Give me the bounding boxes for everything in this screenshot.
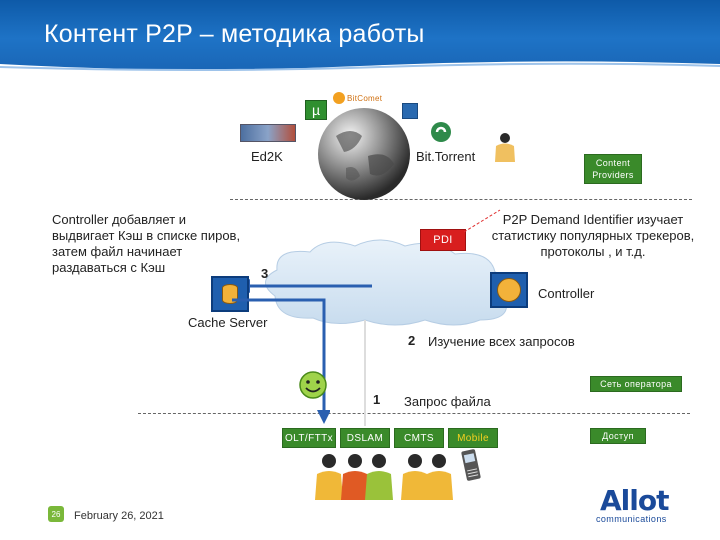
cmts-label: CMTS	[404, 432, 434, 444]
bitcomet-icon	[333, 92, 345, 104]
cache-server-label: Cache Server	[188, 315, 268, 330]
page-number: 26	[51, 509, 61, 519]
happy-user-icon	[299, 371, 327, 399]
step-2-text: Изучение всех запросов	[428, 334, 575, 349]
dslam-label: DSLAM	[346, 432, 384, 444]
allot-logo-wordmark: Allot	[600, 484, 669, 517]
pdi-box: PDI	[420, 229, 466, 251]
allot-logo-text: communications	[596, 514, 667, 524]
operator-network-box: Сеть оператора	[590, 376, 682, 392]
cmts-box: CMTS	[394, 428, 444, 448]
content-providers-box: Content Providers	[584, 154, 642, 184]
pdi-label: PDI	[433, 234, 453, 246]
step-2-label: 2	[408, 333, 416, 348]
header-wave	[0, 61, 720, 74]
mobile-box: Mobile	[448, 428, 498, 448]
request-path-line	[364, 320, 366, 426]
client-icon	[402, 103, 418, 119]
ed2k-icon	[240, 124, 296, 142]
mobile-label: Mobile	[457, 432, 489, 444]
operator-network-label: Сеть оператора	[600, 379, 672, 389]
pdi-link-line	[463, 209, 501, 233]
footer-date: February 26, 2021	[74, 510, 164, 522]
mobile-phone-icon	[461, 449, 481, 481]
page-number-badge: 26	[48, 506, 64, 522]
controller-note: Controller добавляет и выдвигает Кэш в с…	[52, 212, 241, 275]
utorrent-icon: µ	[305, 100, 327, 120]
cache-push-arrow	[238, 279, 372, 293]
bittorrent-icon	[431, 122, 451, 142]
user-icon	[425, 454, 453, 500]
access-boundary-line	[138, 413, 690, 414]
access-label: Доступ	[602, 431, 634, 441]
slide-header: Контент P2P – методика работы	[0, 0, 720, 74]
user-icon	[341, 454, 369, 500]
user-icon	[365, 454, 393, 500]
controller-icon	[490, 272, 528, 308]
bitcomet-label: BitComet	[347, 94, 383, 103]
user-icon	[401, 454, 429, 500]
bittorrent-label: Bit.Torrent	[416, 149, 476, 164]
pdi-note: P2P Demand Identifier изучает статистику…	[491, 212, 695, 259]
content-provider-person-icon	[495, 133, 515, 162]
slide-title: Контент P2P – методика работы	[44, 20, 425, 48]
step-1-text: Запрос файла	[404, 394, 491, 409]
dslam-box: DSLAM	[340, 428, 390, 448]
olt-label: OLT/FTTx	[284, 432, 333, 444]
controller-label: Controller	[538, 286, 595, 301]
step-3-label: 3	[261, 266, 269, 281]
content-providers-label: Content Providers	[592, 158, 634, 180]
access-box: Доступ	[590, 428, 646, 444]
globe-icon	[318, 108, 410, 200]
cache-server-icon	[211, 276, 249, 312]
olt-box: OLT/FTTx	[282, 428, 336, 448]
ed2k-label: Ed2K	[251, 149, 283, 164]
step-1-label: 1	[373, 392, 381, 407]
provider-boundary-line	[230, 199, 692, 200]
allot-logo: Allot communications	[596, 484, 706, 528]
delivery-arrow	[232, 298, 330, 424]
user-icon	[315, 454, 343, 500]
